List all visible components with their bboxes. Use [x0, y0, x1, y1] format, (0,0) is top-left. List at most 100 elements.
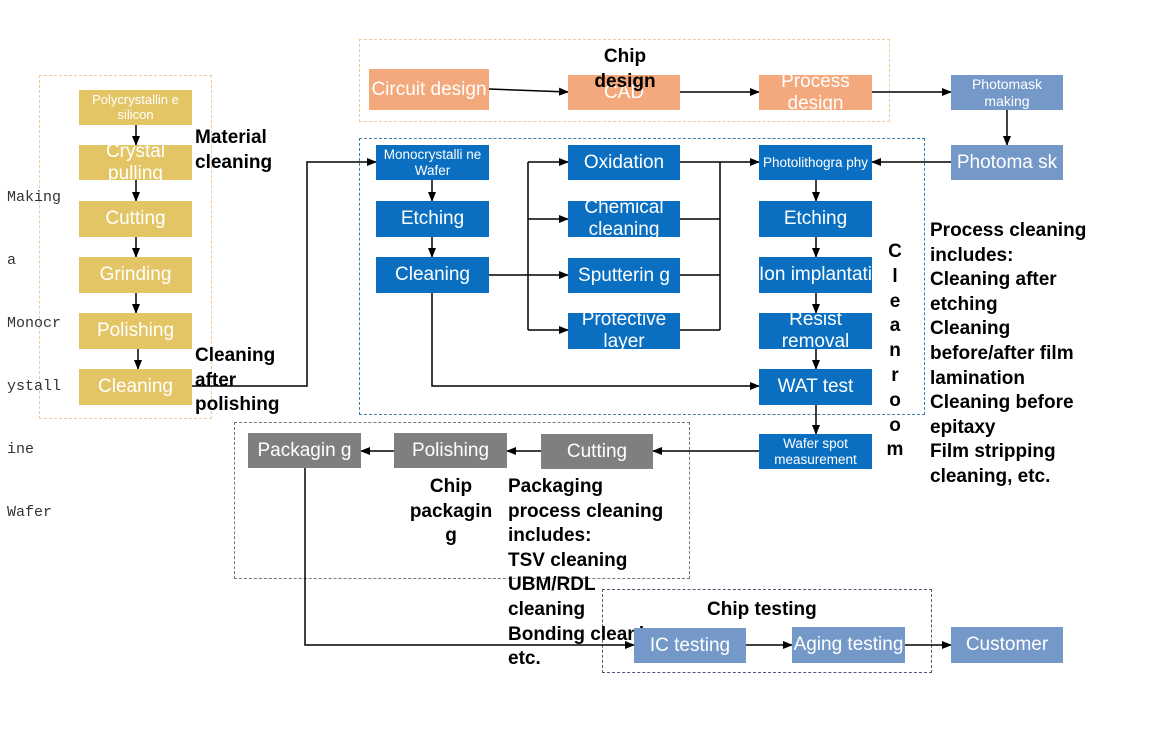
step-label: Oxidation	[583, 151, 665, 173]
annotation-line: includes:	[508, 525, 592, 547]
step-label: Polishing	[96, 320, 175, 342]
step-label: Aging testing	[793, 634, 904, 656]
label-line: Monocr	[7, 315, 62, 332]
step-label: Etching	[400, 208, 465, 230]
step-cad[interactable]: CAD	[568, 75, 680, 110]
annotation-line: cleaning	[508, 598, 586, 620]
annotation-line: Cleaning after	[930, 269, 1057, 291]
step-photolithography[interactable]: Photolithogra phy	[759, 145, 872, 180]
step-chemical-cleaning[interactable]: Chemical cleaning	[568, 201, 680, 237]
label-line: g	[445, 525, 457, 547]
label-line: ine	[7, 441, 35, 458]
step-label: CAD	[603, 81, 645, 103]
step-label: Sputterin g	[578, 264, 670, 286]
step-label: Cleaning	[98, 376, 173, 398]
annotation-line: etching	[930, 293, 998, 315]
step-ic-testing[interactable]: IC testing	[634, 628, 746, 663]
step-sputtering[interactable]: Sputterin g	[568, 258, 680, 293]
label-line: Chip	[429, 476, 473, 497]
step-customer[interactable]: Customer	[951, 627, 1063, 663]
region-label-monocrystalline: Making a Monocr ystall ine Wafer	[7, 145, 61, 544]
step-label: WAT test	[777, 376, 854, 398]
step-label: Packagin g	[257, 439, 352, 461]
step-label: Cutting	[105, 208, 166, 230]
region-label-chip-testing: Chip testing	[707, 599, 817, 620]
annotation-line: etc.	[508, 648, 541, 670]
step-label: Photomask making	[971, 76, 1043, 109]
label-line: packagin	[409, 500, 493, 522]
step-packaging-polishing[interactable]: Polishing	[394, 433, 507, 468]
step-label: Resist removal	[781, 313, 850, 349]
step-photomask[interactable]: Photoma sk	[951, 145, 1063, 180]
region-label-cleanroom: C l e a n r o o m	[885, 240, 905, 463]
step-label: Crystal pulling	[105, 145, 166, 180]
step-label: Photoma sk	[956, 151, 1058, 173]
step-monocrystalline-wafer[interactable]: Monocrystalli ne Wafer	[376, 145, 489, 180]
label-line: a	[7, 252, 17, 269]
step-oxidation[interactable]: Oxidation	[568, 145, 680, 180]
step-label: Customer	[965, 634, 1049, 656]
step-label: Chemical cleaning	[584, 201, 664, 237]
step-polycrystalline-silicon[interactable]: Polycrystallin e silicon	[79, 90, 192, 125]
annotation-line: epitaxy	[930, 416, 996, 438]
label-letter: r	[891, 364, 899, 386]
region-monocrystalline-wafer	[39, 75, 212, 419]
step-label: Ion implantati	[759, 264, 872, 286]
label-letter: C	[888, 241, 902, 262]
step-process-design[interactable]: Process design	[759, 75, 872, 110]
step-wat-test[interactable]: WAT test	[759, 369, 872, 405]
annotation-material-cleaning: Material cleaning	[195, 127, 273, 173]
step-front-cleaning[interactable]: Cleaning	[376, 257, 489, 293]
step-label: IC testing	[649, 634, 731, 656]
region-label-chip-design: Chip design	[594, 46, 656, 92]
label-letter: e	[889, 290, 901, 312]
annotation-process-cleaning: Process cleaning includes: Cleaning afte…	[930, 219, 1086, 490]
step-packaging[interactable]: Packagin g	[248, 433, 361, 468]
step-label: Polishing	[411, 439, 490, 461]
label-line: Making	[7, 189, 62, 206]
step-label: Polycrystallin e silicon	[92, 91, 179, 122]
step-label: Etching	[783, 208, 848, 230]
annotation-line: Cleaning before	[930, 392, 1074, 414]
label-letter: o	[889, 414, 901, 436]
step-label: Photolithogra phy	[762, 154, 869, 170]
step-packaging-cutting[interactable]: Cutting	[541, 434, 653, 469]
step-crystal-pulling[interactable]: Crystal pulling	[79, 145, 192, 180]
annotation-line: Cleaning	[930, 318, 1011, 340]
step-circuit-design[interactable]: Circuit design	[369, 69, 489, 110]
step-cutting[interactable]: Cutting	[79, 201, 192, 237]
region-chip-design	[359, 39, 890, 122]
step-ion-implantation[interactable]: Ion implantati	[759, 257, 872, 293]
step-litho-etching[interactable]: Etching	[759, 201, 872, 237]
step-grinding[interactable]: Grinding	[79, 257, 192, 293]
step-wafer-spot-measurement[interactable]: Wafer spot measurement	[759, 434, 872, 469]
label-letter: m	[886, 439, 904, 461]
step-photomask-making[interactable]: Photomask making	[951, 75, 1063, 110]
annotation-line: Film stripping	[930, 441, 1056, 463]
step-label: Cleaning	[395, 264, 470, 286]
label-line: ystall	[7, 378, 62, 395]
step-label: Circuit design	[371, 78, 487, 100]
step-resist-removal[interactable]: Resist removal	[759, 313, 872, 349]
step-label: Monocrystalli ne Wafer	[383, 146, 482, 178]
step-front-etching[interactable]: Etching	[376, 201, 489, 237]
annotation-line: lamination	[930, 367, 1026, 389]
annotation-line: process cleaning	[508, 500, 664, 522]
annotation-line: Bonding cleaning	[508, 623, 668, 645]
annotation-line: Process cleaning	[930, 220, 1087, 241]
step-cleaning[interactable]: Cleaning	[79, 369, 192, 405]
step-label: Cutting	[566, 440, 628, 462]
annotation-cleaning-after-polishing: Cleaning after polishing	[195, 345, 280, 416]
annotation-line: Packaging	[508, 476, 604, 497]
label-letter: o	[889, 389, 901, 411]
annotation-line: cleaning, etc.	[930, 465, 1051, 487]
annotation-line: before/after film	[930, 342, 1074, 364]
label-line: Wafer	[7, 504, 53, 521]
step-aging-testing[interactable]: Aging testing	[792, 627, 905, 663]
step-label: Protective layer	[581, 313, 667, 349]
step-polishing[interactable]: Polishing	[79, 313, 192, 349]
label-letter: a	[889, 315, 901, 337]
step-protective-layer[interactable]: Protective layer	[568, 313, 680, 349]
annotation-line: includes:	[930, 244, 1014, 266]
step-label: Wafer spot measurement	[774, 435, 857, 467]
